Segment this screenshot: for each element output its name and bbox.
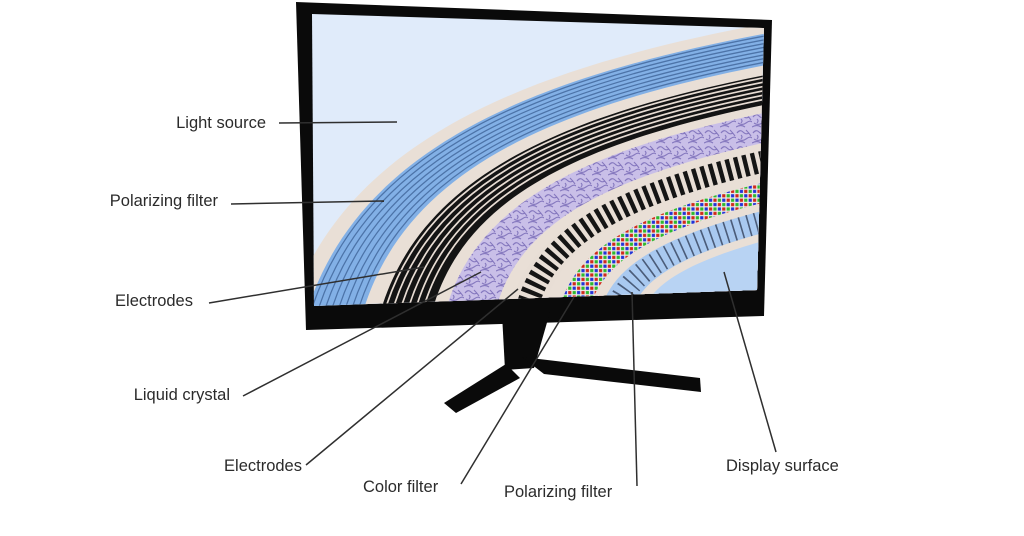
layer-polarizing-filter-1-stripe bbox=[323, 34, 764, 306]
layer-electrodes-2-bars bbox=[510, 136, 764, 306]
label-polarizing-filter-bottom: Polarizing filter bbox=[504, 483, 613, 501]
stand-left-leg bbox=[444, 364, 520, 413]
layer-electrodes-1-stripe bbox=[398, 76, 764, 306]
leader-line-display-surface bbox=[723, 271, 777, 453]
label-polarizing-filter-top: Polarizing filter bbox=[109, 192, 218, 210]
leader-line-light-source bbox=[278, 121, 398, 124]
layer-polarizing-filter-1-stripe bbox=[316, 30, 764, 306]
leader-line-polarizing-filter-bottom bbox=[631, 291, 638, 487]
leader-line-polarizing-filter-top bbox=[230, 200, 385, 205]
monitor-screen-layers bbox=[312, 14, 764, 306]
layer-electrodes-1-stripe bbox=[383, 68, 764, 306]
layer-polarizing-filter-1-stripe bbox=[342, 45, 764, 306]
label-electrodes-bottom: Electrodes bbox=[224, 457, 302, 475]
label-liquid-crystal: Liquid crystal bbox=[133, 386, 230, 404]
layer-polarizing-filter-1-stripe bbox=[336, 41, 764, 306]
label-display-surface: Display surface bbox=[726, 457, 839, 475]
leader-line-electrodes-bottom bbox=[305, 288, 519, 466]
stand-right-leg bbox=[522, 357, 701, 392]
layer-electrodes-1-stripe bbox=[405, 81, 764, 306]
label-electrodes-top: Electrodes bbox=[115, 292, 193, 310]
label-light-source: Light source bbox=[176, 114, 266, 132]
leader-line-electrodes-top bbox=[208, 266, 425, 304]
stand-neck bbox=[502, 312, 550, 370]
layer-electrodes-1-stripe bbox=[390, 72, 764, 306]
leader-line-liquid-crystal bbox=[242, 271, 482, 397]
layer-polarizing-filter-1-stripe bbox=[312, 23, 764, 306]
layer-polarizing-filter-1-stripe bbox=[312, 26, 764, 306]
leader-line-color-filter bbox=[460, 296, 575, 485]
layer-electrodes-1-stripe bbox=[375, 63, 764, 306]
layer-polarizing-filter-1-stripe bbox=[329, 38, 764, 306]
layer-electrodes-1-stripe bbox=[413, 85, 764, 306]
monitor-stand bbox=[444, 312, 701, 413]
leader-lines bbox=[208, 121, 777, 487]
label-color-filter: Color filter bbox=[363, 478, 439, 496]
